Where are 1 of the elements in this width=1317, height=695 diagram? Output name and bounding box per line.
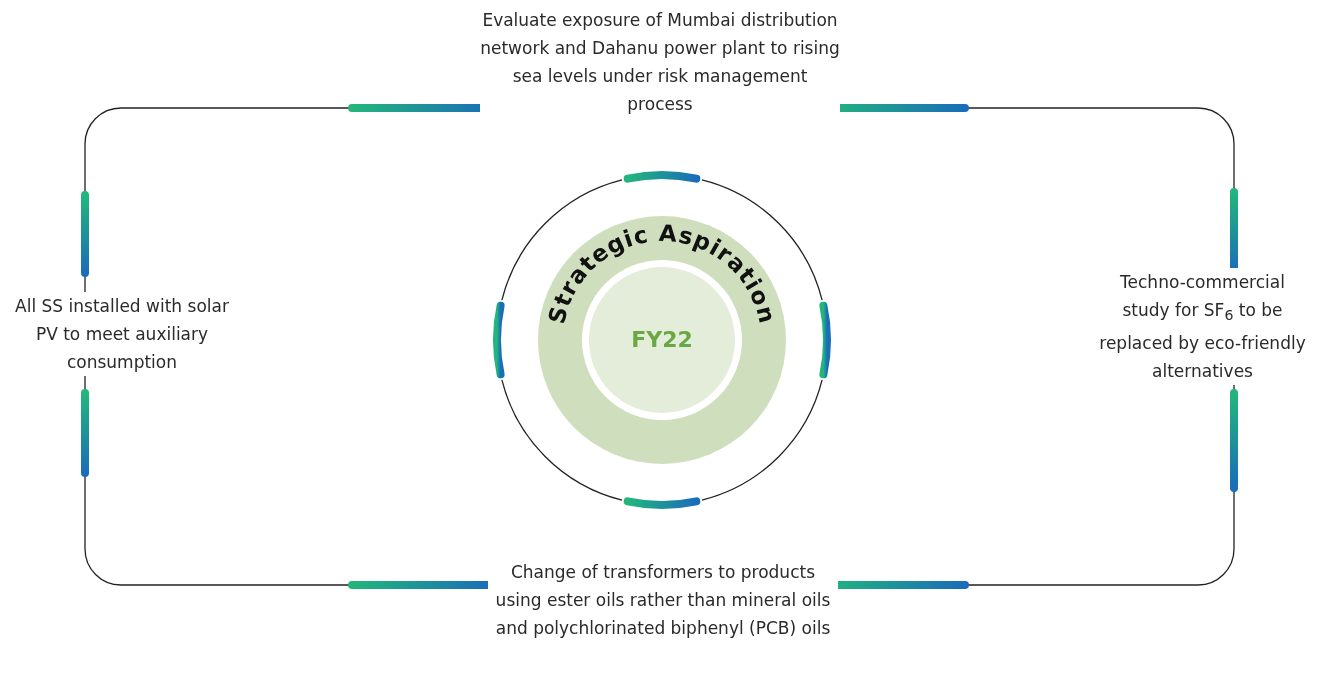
year-text: FY22 [630,326,694,354]
